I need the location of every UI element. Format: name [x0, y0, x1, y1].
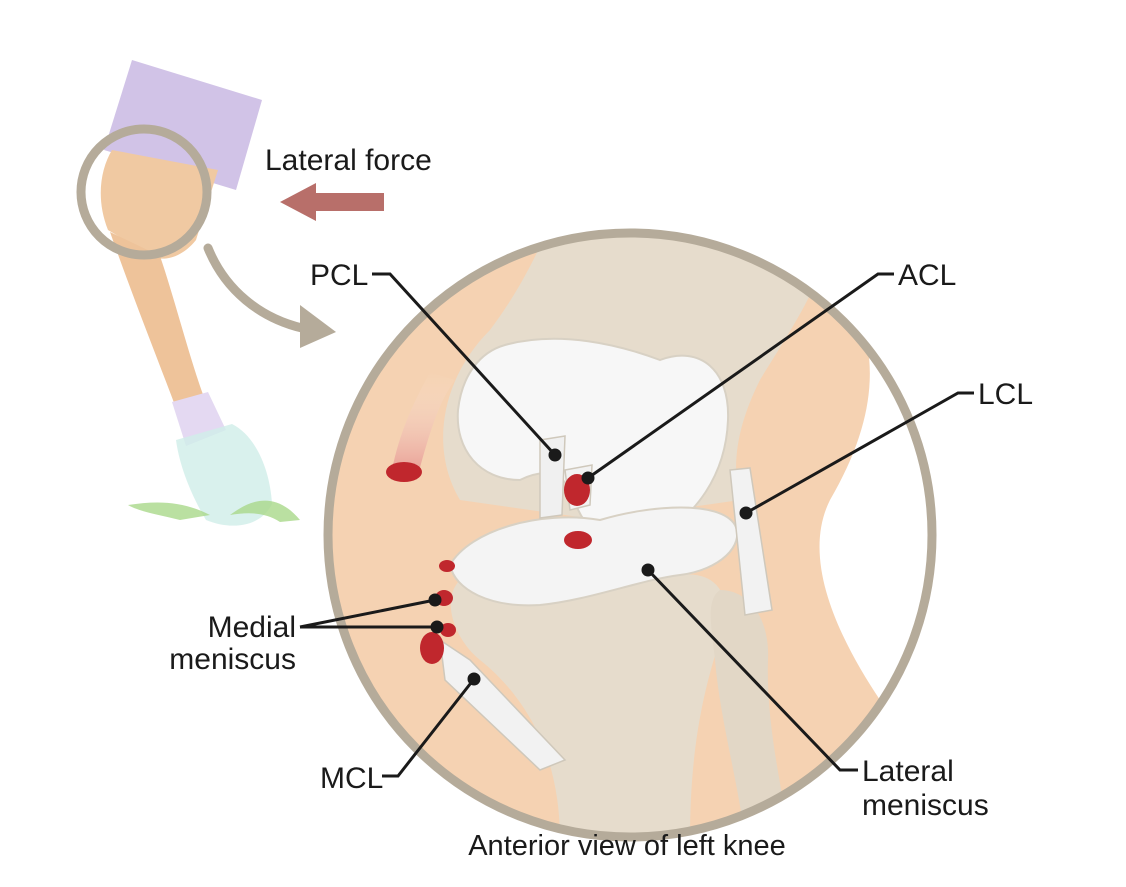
- tear-acl-lower: [564, 531, 592, 549]
- tear-upper-left: [386, 462, 422, 482]
- magnified-view-ring: [323, 228, 937, 842]
- fibula: [710, 590, 790, 837]
- magnified-knee-view: [323, 228, 937, 842]
- meniscus-plateau: [448, 506, 738, 607]
- pcl-ligament: [539, 435, 566, 519]
- lateral-force-arrow-top: [280, 183, 384, 221]
- lcl-label: LCL: [978, 378, 1033, 411]
- medial-meniscus-label-line1: Medial: [208, 611, 296, 644]
- torn-ligament-upper: [392, 372, 455, 475]
- zoom-arrow-curve: [203, 243, 307, 333]
- tear-meniscus-a: [439, 560, 455, 572]
- lateral-force-label: Lateral force: [265, 144, 432, 177]
- lateral-meniscus-leader: [646, 568, 858, 772]
- diagram-caption: Anterior view of left knee: [468, 830, 786, 862]
- lateral-meniscus-label-line2: meniscus: [862, 789, 989, 822]
- knee-highlight-circle: [76, 124, 212, 260]
- zoom-arrow-head: [300, 305, 336, 348]
- tibia: [450, 574, 726, 837]
- shoe: [176, 424, 272, 526]
- lcl-ligament: [729, 467, 773, 616]
- mcl-label: MCL: [320, 762, 383, 795]
- lcl-leader: [745, 391, 974, 515]
- medial-meniscus-label-line2: meniscus: [169, 643, 296, 676]
- pcl-label: PCL: [310, 259, 368, 292]
- pcl-leader: [372, 272, 557, 457]
- leg-illustration: [76, 60, 336, 526]
- mcl-leader: [382, 678, 476, 778]
- mcl-ligament: [439, 638, 567, 771]
- lateral-meniscus-label-line1: Lateral: [862, 755, 954, 788]
- grass: [128, 500, 300, 522]
- acl-label: ACL: [898, 259, 956, 292]
- acl-leader: [587, 272, 894, 480]
- tear-mcl: [420, 632, 444, 664]
- shin: [110, 232, 205, 408]
- medial-meniscus-leader-upper: [299, 598, 436, 629]
- tear-meniscus-c: [440, 623, 456, 637]
- leader-lines: [299, 272, 974, 778]
